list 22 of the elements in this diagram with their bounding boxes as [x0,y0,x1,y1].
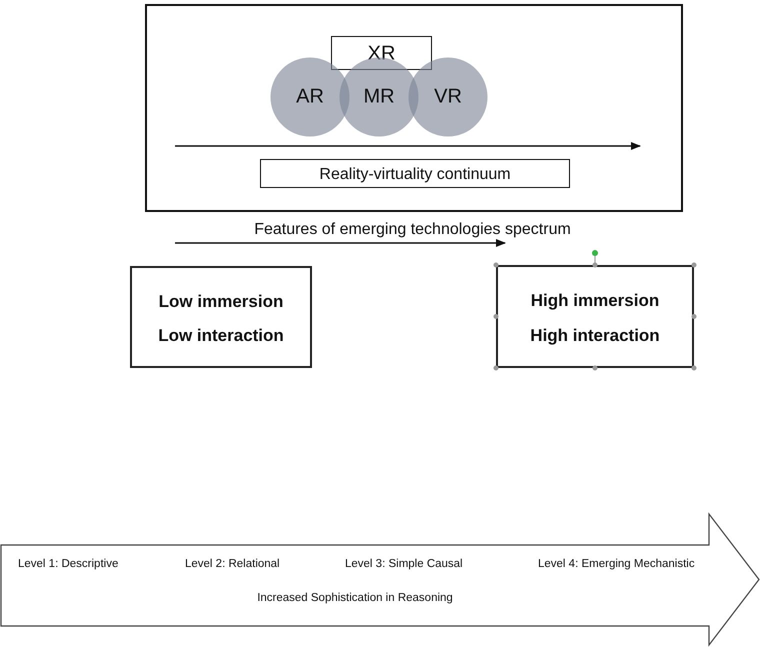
feature-label: High interaction [530,326,660,346]
frame-box [145,4,683,212]
arrow-caption: Increased Sophistication in Reasoning [256,592,454,604]
circle-node [408,57,488,137]
level-label: Level 1: Descriptive [18,558,118,570]
node-label: Reality-virtuality continuum [319,166,511,184]
spectrum-label: Features of emerging technologies spectrum [253,221,572,239]
node-label: AR [296,86,324,108]
feature-label: High immersion [530,291,660,312]
node-label: VR [434,86,462,108]
level-label: Level 4: Emerging Mechanistic [538,558,695,570]
feature-box [496,265,694,368]
feature-label: Low interaction [158,326,284,346]
label-box [260,159,570,188]
node-label: MR [363,86,395,108]
level-label: Level 3: Simple Causal [345,558,463,570]
node-label: XR [368,42,396,66]
level-label: Level 2: Relational [185,558,280,570]
label-box [331,36,432,70]
block-arrow [0,513,762,646]
feature-label: Low immersion [158,292,284,312]
feature-box [130,266,312,368]
